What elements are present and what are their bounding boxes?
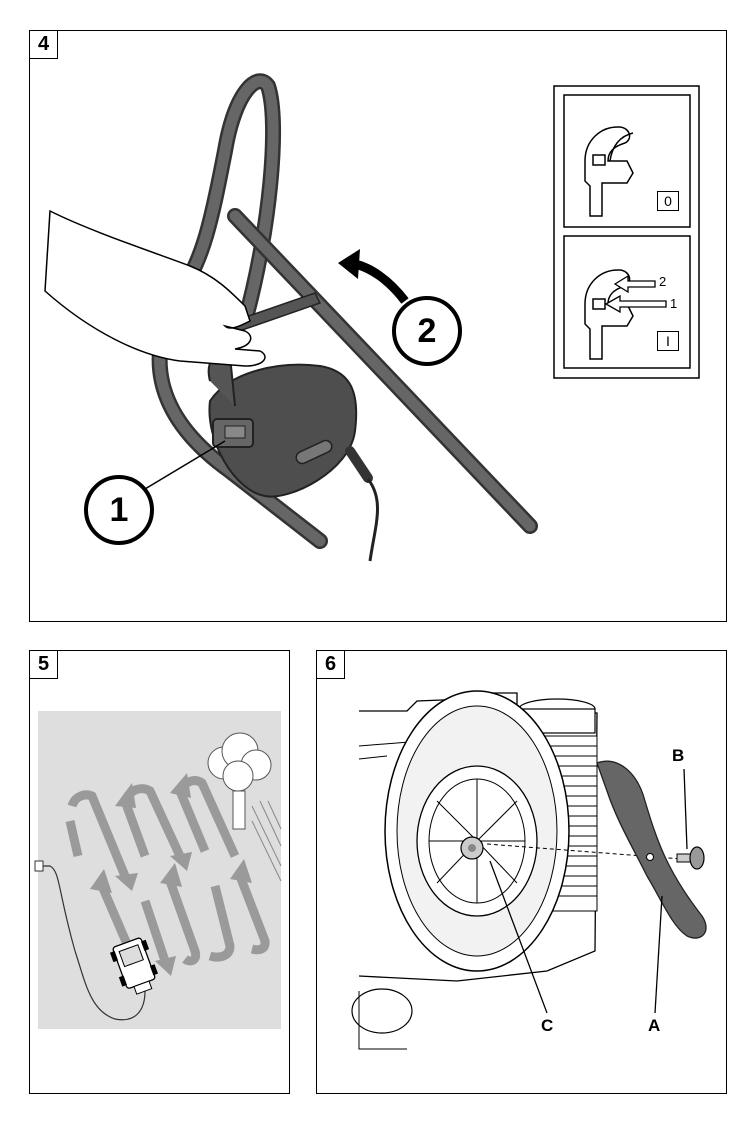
panel-5: 5 (29, 650, 290, 1094)
label-a-leader (655, 896, 662, 1013)
label-b: B (672, 746, 684, 766)
power-cable (368, 479, 378, 561)
inset-state-on: I (657, 331, 679, 351)
callout-1: 1 (84, 475, 154, 545)
callout-2: 2 (392, 296, 462, 366)
mowing-pattern-illustration (30, 651, 289, 1093)
panel-4: 4 (29, 30, 727, 622)
hand (45, 211, 265, 366)
mower-blade (597, 761, 706, 938)
blade-bolt (677, 847, 704, 869)
front-wheel (352, 989, 412, 1033)
inset-arrow-1-label: 1 (670, 296, 677, 311)
inset-state-off: 0 (657, 191, 679, 211)
label-c: C (541, 1016, 553, 1036)
label-a: A (648, 1016, 660, 1036)
label-b-leader (684, 769, 687, 849)
blade-replacement-illustration (317, 651, 726, 1093)
panel-6: 6 (316, 650, 727, 1094)
power-outlet-icon (35, 861, 43, 871)
inset-arrow-2-label: 2 (659, 274, 666, 289)
